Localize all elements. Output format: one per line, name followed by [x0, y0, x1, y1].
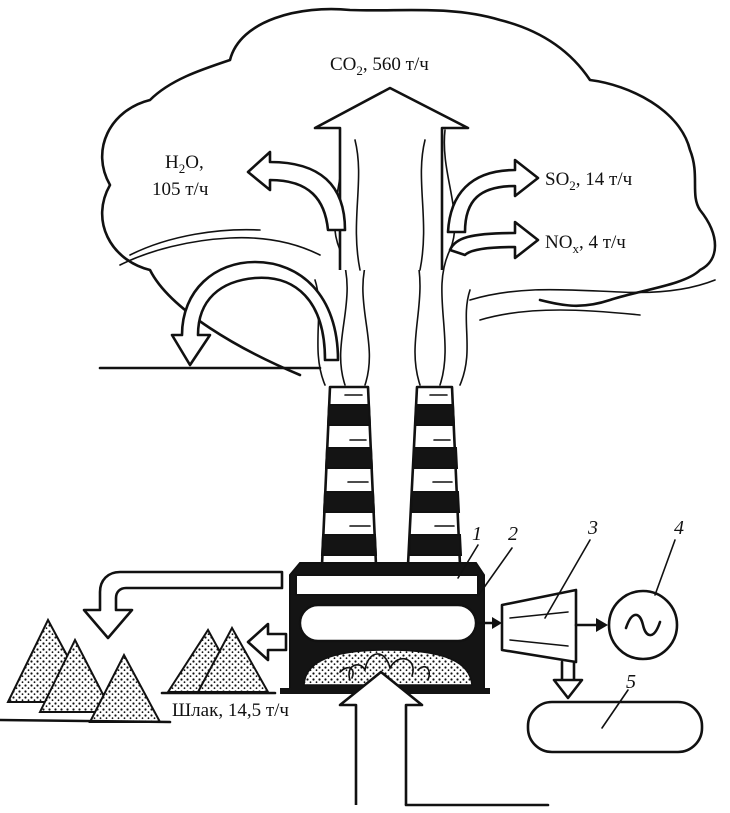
callout-4: 4: [674, 517, 684, 539]
nox-arrow: [448, 220, 540, 260]
boiler-drum: [298, 603, 478, 643]
steam-line-arrow: [492, 617, 502, 629]
chimney-left: [320, 385, 378, 567]
condenser-arrow: [552, 678, 584, 700]
co2-arrow: [313, 86, 470, 270]
callout-2: 2: [508, 523, 518, 545]
turbine-detail: [509, 611, 569, 647]
nox-label: NOx, 4 т/ч: [545, 232, 626, 256]
smoke-swirl: [469, 279, 716, 301]
deposition-arrow: [170, 260, 340, 367]
smoke-swirl: [129, 228, 261, 256]
slag-arrow: [246, 622, 288, 662]
smoke-cloud: [100, 7, 717, 377]
chimney-right: [406, 385, 463, 567]
so2-label: SO2, 14 т/ч: [545, 169, 633, 193]
callout-5: 5: [626, 671, 636, 693]
smoke-swirl: [479, 309, 641, 321]
ash-heaps: [0, 617, 172, 724]
h2o-arrow: [246, 150, 347, 232]
shaft-arrow: [596, 618, 608, 632]
callout-leader-5: [601, 689, 629, 729]
slag-label: Шлак, 14,5 т/ч: [172, 700, 289, 721]
air-inlet-arrow: [338, 670, 424, 805]
smoke-swirl: [119, 236, 321, 266]
condenser-line: [560, 660, 576, 682]
callout-3: 3: [587, 517, 598, 539]
slag-heap: [160, 625, 277, 695]
smoke-stream: [459, 289, 471, 386]
h2o-label: H2O,: [165, 152, 204, 176]
co2-arrow-body: [354, 139, 426, 271]
h2o-amount: 105 т/ч: [152, 179, 209, 200]
condenser: [526, 700, 704, 754]
ash-arrow: [82, 570, 284, 640]
callout-leader-3: [544, 539, 591, 619]
so2-arrow: [446, 158, 540, 234]
callout-leader-4: [654, 539, 676, 596]
turbine: [500, 588, 578, 664]
ac-symbol-icon: [624, 613, 662, 637]
co2-label: CO2, 560 т/ч: [330, 54, 429, 78]
callout-1: 1: [472, 523, 482, 545]
furnace-flame: [339, 653, 431, 681]
callout-leader-1: [457, 544, 479, 579]
callout-leader-2: [477, 547, 513, 597]
